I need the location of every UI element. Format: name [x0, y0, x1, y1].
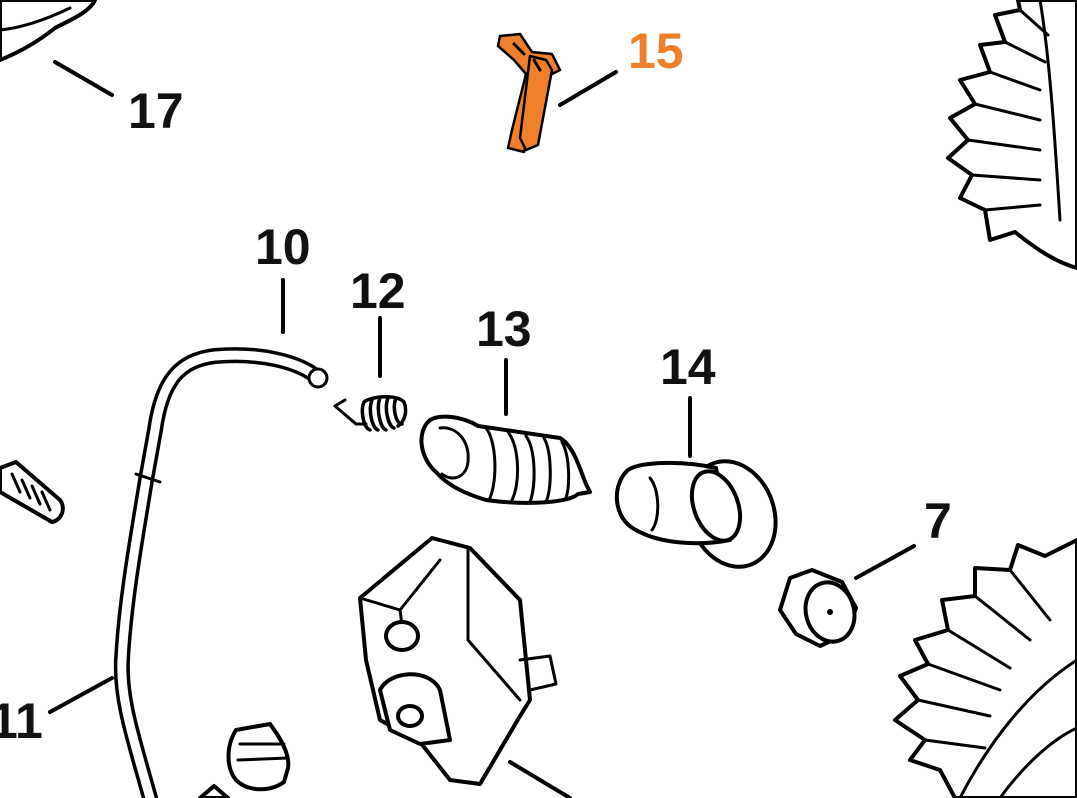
part-13-boot: [419, 358, 592, 505]
callout-10: 10: [255, 219, 311, 275]
leader-15: [558, 70, 618, 107]
leader-7: [854, 544, 916, 580]
leader-17: [53, 60, 114, 97]
callout-12: 12: [350, 263, 406, 319]
part-10-rod: [113, 278, 329, 798]
grommet: [198, 722, 291, 798]
leader-module: [508, 760, 572, 798]
part-17: [0, 0, 114, 97]
callout-14: 14: [660, 339, 716, 395]
part-7-nut: [778, 544, 916, 648]
leader-11: [48, 676, 114, 714]
flywheel-bottom: [893, 538, 1077, 798]
part-14-bushing: [614, 396, 778, 569]
ignition-module: [358, 536, 572, 798]
flywheel-top: [946, 0, 1077, 270]
callout-11: 11: [0, 693, 43, 749]
callout-7: 7: [924, 493, 952, 549]
callout-17: 17: [128, 83, 184, 139]
part-15-clip: [496, 32, 618, 154]
screw-left: [0, 460, 65, 524]
part-12-spring: [333, 316, 408, 432]
callout-15: 15: [628, 23, 684, 79]
callout-13: 13: [476, 301, 532, 357]
